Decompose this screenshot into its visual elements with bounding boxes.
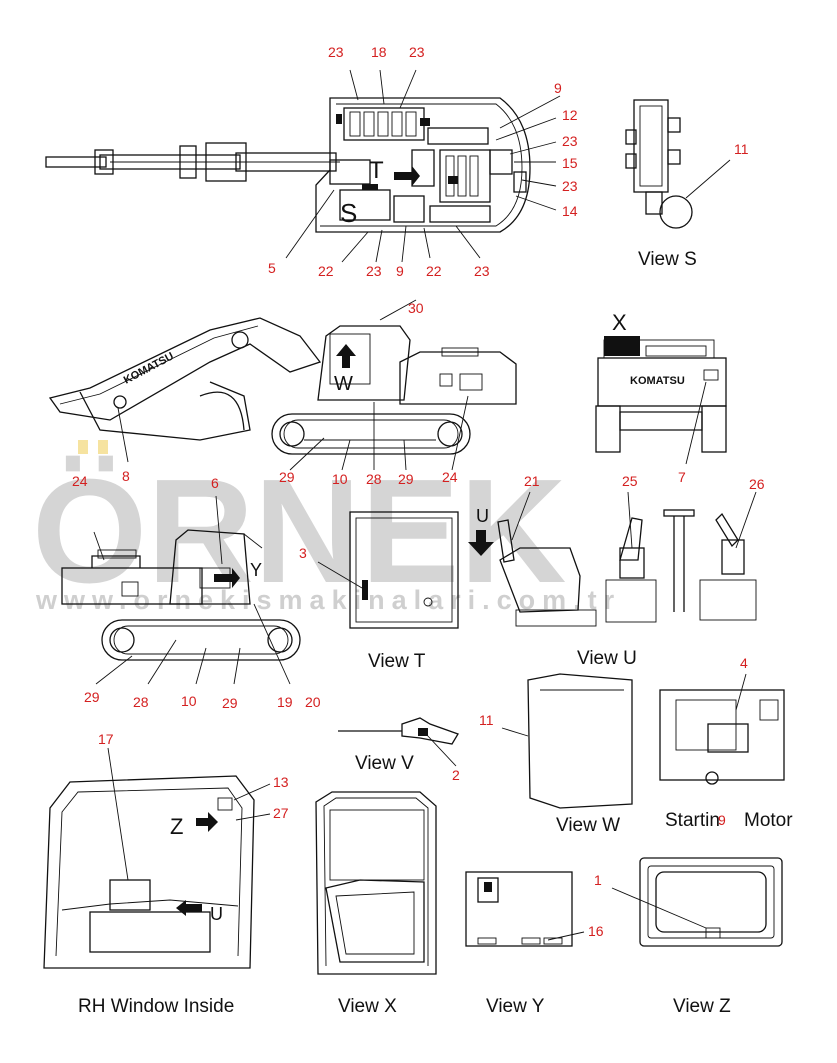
view-letter-s: S bbox=[340, 198, 357, 228]
caption-starting-motor-tail: Motor bbox=[744, 810, 793, 831]
callout-9: 9 bbox=[396, 263, 404, 279]
callout-29: 29 bbox=[84, 689, 100, 705]
callout-9: 9 bbox=[554, 80, 562, 96]
callout-23: 23 bbox=[474, 263, 490, 279]
callout-21: 21 bbox=[524, 473, 540, 489]
callout-23: 23 bbox=[409, 44, 425, 60]
callout-30: 30 bbox=[408, 300, 424, 316]
rear-view-drawing: KOMATSU X bbox=[595, 310, 727, 465]
caption-view-v: View V bbox=[355, 753, 414, 774]
caption-view-x: View X bbox=[338, 996, 397, 1017]
callout-2: 2 bbox=[452, 767, 460, 783]
callout-19: 19 bbox=[277, 694, 293, 710]
callout-23: 23 bbox=[562, 133, 578, 149]
watermark: ÖRNEK www.ornekismakinalari.com.tr bbox=[32, 440, 621, 615]
caption-view-z: View Z bbox=[673, 996, 731, 1017]
callout-28: 28 bbox=[366, 471, 382, 487]
view-letter-z: Z bbox=[170, 814, 183, 839]
callout-22: 22 bbox=[426, 263, 442, 279]
callout-29: 29 bbox=[279, 469, 295, 485]
view-letter-u: U bbox=[476, 506, 489, 526]
callout-15: 15 bbox=[562, 155, 578, 171]
callout-18: 18 bbox=[371, 44, 387, 60]
callout-7: 7 bbox=[678, 469, 686, 485]
callout-25: 25 bbox=[622, 473, 638, 489]
view-v-drawing bbox=[338, 717, 459, 767]
callout-24: 24 bbox=[72, 473, 88, 489]
rear-brand-text: KOMATSU bbox=[630, 375, 685, 387]
callout-9: 9 bbox=[718, 812, 726, 828]
callout-14: 14 bbox=[562, 203, 578, 219]
view-letter-w: W bbox=[334, 373, 353, 395]
callout-4: 4 bbox=[740, 655, 748, 671]
callout-3: 3 bbox=[299, 545, 307, 561]
callout-11: 11 bbox=[734, 141, 749, 157]
caption-view-s: View S bbox=[638, 249, 697, 270]
callout-10: 10 bbox=[181, 693, 197, 709]
callout-17: 17 bbox=[98, 731, 114, 747]
caption-view-w: View W bbox=[556, 815, 620, 836]
callout-28: 28 bbox=[133, 694, 149, 710]
left-view-drawing: Y bbox=[61, 495, 301, 685]
callout-23: 23 bbox=[328, 44, 344, 60]
view-s-drawing bbox=[625, 99, 731, 229]
caption-view-u: View U bbox=[577, 648, 637, 669]
view-x-drawing bbox=[315, 791, 437, 975]
callout-11: 11 bbox=[479, 712, 494, 728]
rh-window-drawing: U Z bbox=[43, 747, 271, 969]
view-u-drawing: U bbox=[468, 491, 757, 627]
callout-29: 29 bbox=[398, 471, 414, 487]
caption-rh-window-inside: RH Window Inside bbox=[78, 996, 234, 1017]
callout-6: 6 bbox=[211, 475, 219, 491]
top-view-drawing: T S bbox=[45, 69, 561, 263]
callout-20: 20 bbox=[305, 694, 321, 710]
view-letter-x: X bbox=[612, 310, 627, 335]
side-view-drawing: KOMATSU W bbox=[48, 299, 517, 471]
watermark-url: www.ornekismakinalari.com.tr bbox=[35, 585, 621, 615]
view-letter-u-rh: U bbox=[210, 904, 223, 924]
view-t-drawing bbox=[317, 511, 459, 629]
caption-view-y: View Y bbox=[486, 996, 545, 1017]
callout-10: 10 bbox=[332, 471, 348, 487]
view-w-drawing bbox=[501, 673, 633, 809]
callout-26: 26 bbox=[749, 476, 765, 492]
caption-view-t: View T bbox=[368, 651, 426, 672]
callout-5: 5 bbox=[268, 260, 276, 276]
callout-23: 23 bbox=[366, 263, 382, 279]
view-z-drawing bbox=[611, 857, 783, 947]
callout-13: 13 bbox=[273, 774, 289, 790]
view-letter-y: Y bbox=[250, 560, 262, 580]
callout-numbers: 23 18 23 9 12 23 15 23 14 5 22 23 9 22 2… bbox=[72, 44, 765, 939]
callout-22: 22 bbox=[318, 263, 334, 279]
callout-29: 29 bbox=[222, 695, 238, 711]
callout-27: 27 bbox=[273, 805, 289, 821]
callout-24: 24 bbox=[442, 469, 458, 485]
view-letter-t: T bbox=[369, 157, 384, 184]
callout-8: 8 bbox=[122, 468, 130, 484]
caption-starting-motor: Startin bbox=[665, 810, 720, 831]
callout-23: 23 bbox=[562, 178, 578, 194]
callout-1: 1 bbox=[594, 872, 602, 888]
callout-12: 12 bbox=[562, 107, 578, 123]
view-y-drawing bbox=[465, 871, 585, 947]
starting-motor-drawing bbox=[659, 673, 785, 785]
callout-16: 16 bbox=[588, 923, 604, 939]
